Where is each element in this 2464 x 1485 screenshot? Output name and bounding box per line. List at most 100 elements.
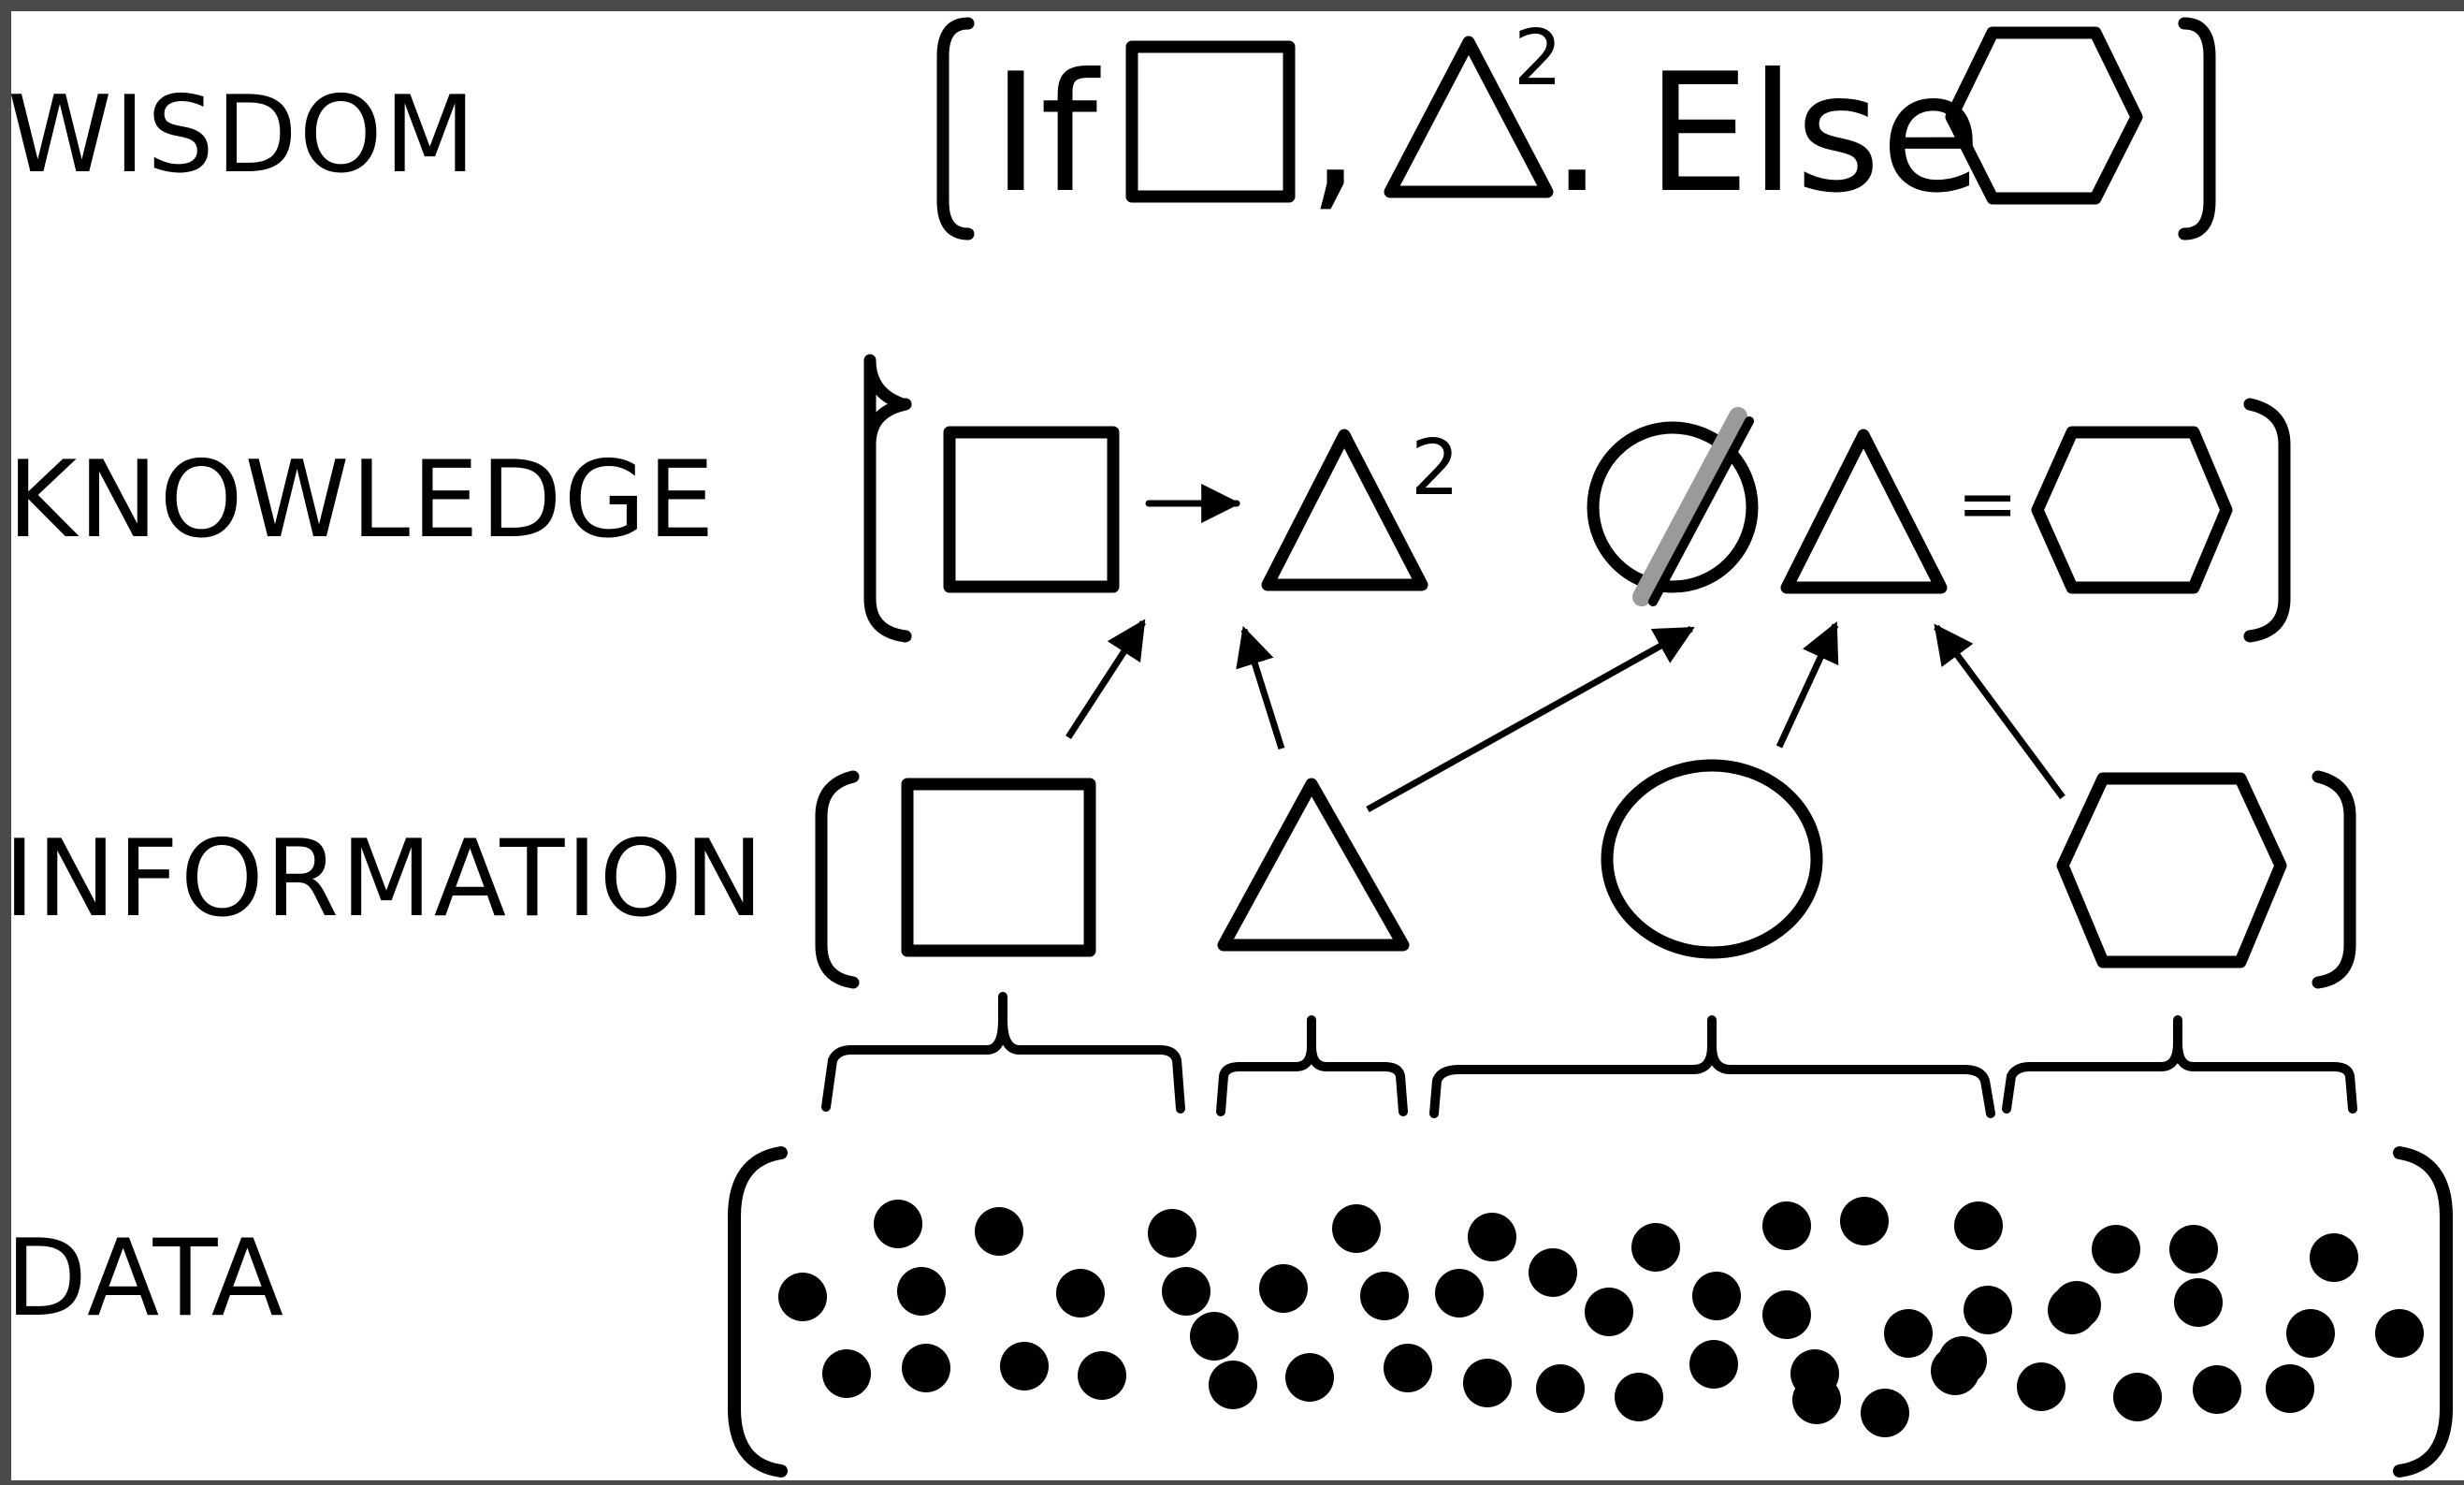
data-dot-icon (2310, 1233, 2358, 1282)
data-dots (778, 1197, 2424, 1437)
grouping-braces (821, 992, 2357, 1118)
wisdom-left-bracket (936, 17, 975, 240)
data-dot-icon (1931, 1347, 1979, 1395)
data-dot-icon (1463, 1359, 1512, 1407)
data-dot-icon (1884, 1309, 1933, 1358)
information-group (815, 759, 2356, 989)
wisdom-right-bracket (2178, 17, 2216, 240)
data-dot-icon (975, 1207, 1023, 1256)
data-dot-icon (2266, 1364, 2314, 1413)
data-dot-icon (1468, 1213, 1516, 1261)
data-label: DATA (6, 1216, 285, 1340)
data-dot-icon (1615, 1373, 1663, 1421)
data-dot-icon (1964, 1286, 2012, 1334)
wisdom-if-word: If (992, 39, 1101, 229)
arrow-triangle-to-circle-expr (1366, 625, 1695, 813)
knowledge-rule (863, 354, 2291, 643)
wisdom-comma: , (1308, 39, 1360, 229)
data-dot-icon (1190, 1312, 1239, 1361)
abstraction-arrows (1065, 619, 2065, 813)
data-dot-icon (1692, 1272, 1741, 1320)
wisdom-else-word: Else (1646, 39, 1981, 229)
knowledge-label: KNOWLEDGE (7, 438, 717, 561)
arrow-square-to-knowledge (1065, 619, 1146, 739)
arrow-triangle-to-knowledge (1236, 625, 1285, 750)
wisdom-label: WISDOM (7, 73, 477, 197)
canvas-background (11, 11, 2464, 1480)
information-circle-icon (1601, 759, 1823, 959)
data-dot-icon (1792, 1376, 1841, 1424)
data-dot-icon (2286, 1309, 2335, 1358)
data-group (728, 1146, 2453, 1478)
data-dot-icon (778, 1273, 827, 1321)
data-dot-icon (1332, 1204, 1381, 1253)
brace-square (821, 992, 1185, 1114)
data-dot-icon (1861, 1389, 1909, 1437)
knowledge-right-bracket (2243, 398, 2291, 643)
arrow-hexagon-to-knowledge (1934, 623, 2065, 800)
data-dot-icon (1762, 1201, 1811, 1250)
data-dot-icon (1162, 1267, 1210, 1316)
data-dot-icon (2375, 1309, 2424, 1358)
data-dot-icon (1000, 1342, 1049, 1390)
arrow-circle-to-knowledge (1776, 621, 1839, 749)
information-right-bracket (2312, 770, 2356, 989)
wisdom-period: . (1551, 39, 1603, 229)
data-dot-icon (1536, 1364, 1585, 1413)
brace-triangle (1216, 1015, 1408, 1116)
knowledge-hexagon-icon (2031, 426, 2233, 594)
information-hexagon-icon (2056, 772, 2287, 968)
knowledge-divide-slash-highlight (1632, 407, 1747, 606)
data-dot-icon (2113, 1373, 2162, 1421)
data-dot-icon (1384, 1344, 1432, 1392)
knowledge-equals: = (1957, 462, 2018, 546)
data-dot-icon (2193, 1365, 2241, 1414)
data-dot-icon (2017, 1362, 2065, 1411)
data-dot-icon (2048, 1286, 2096, 1334)
data-dot-icon (1435, 1269, 1484, 1318)
data-dot-icon (897, 1267, 946, 1316)
data-dot-icon (1631, 1223, 1680, 1272)
data-dot-icon (1954, 1201, 2003, 1250)
information-left-bracket (815, 770, 860, 989)
data-dot-icon (1585, 1288, 1633, 1336)
data-dot-icon (2169, 1225, 2218, 1274)
brace-hexagon (2002, 1015, 2357, 1114)
information-label: INFORMATION (4, 817, 765, 940)
data-dot-icon (822, 1349, 871, 1398)
knowledge-exponent: 2 (1411, 424, 1459, 513)
brace-circle (1429, 1015, 1995, 1118)
data-left-bracket (728, 1146, 788, 1478)
data-dot-icon (1360, 1272, 1409, 1320)
knowledge-triangle-icon-2 (1780, 429, 1948, 594)
data-dot-icon (2174, 1278, 2223, 1327)
information-triangle-icon (1217, 778, 1410, 952)
data-dot-icon (2092, 1225, 2140, 1274)
wisdom-exponent: 2 (1514, 14, 1562, 103)
wisdom-square-icon (1125, 40, 1296, 203)
data-dot-icon (1762, 1290, 1811, 1339)
wisdom-rule (936, 17, 2216, 240)
data-right-bracket (2393, 1146, 2453, 1478)
wisdom-triangle-icon (1384, 36, 1554, 198)
information-square-icon (901, 778, 1096, 957)
knowledge-circle-icon (1587, 421, 1759, 593)
data-dot-icon (1209, 1361, 1257, 1409)
data-dot-icon (1529, 1248, 1577, 1297)
data-dot-icon (1056, 1269, 1105, 1318)
data-dot-icon (902, 1344, 950, 1392)
data-dot-icon (1689, 1340, 1738, 1389)
knowledge-triangle-icon (1261, 429, 1428, 591)
knowledge-square-icon (943, 426, 1120, 593)
knowledge-divide-slash (1648, 416, 1754, 606)
data-dot-icon (1148, 1209, 1196, 1258)
data-dot-icon (874, 1200, 922, 1248)
data-dot-icon (1285, 1353, 1334, 1402)
wisdom-hexagon-icon (1945, 26, 2143, 205)
knowledge-left-bracket-shape (863, 398, 912, 643)
data-dot-icon (1259, 1264, 1308, 1313)
data-dot-icon (1840, 1197, 1889, 1245)
data-dot-icon (1078, 1351, 1126, 1400)
